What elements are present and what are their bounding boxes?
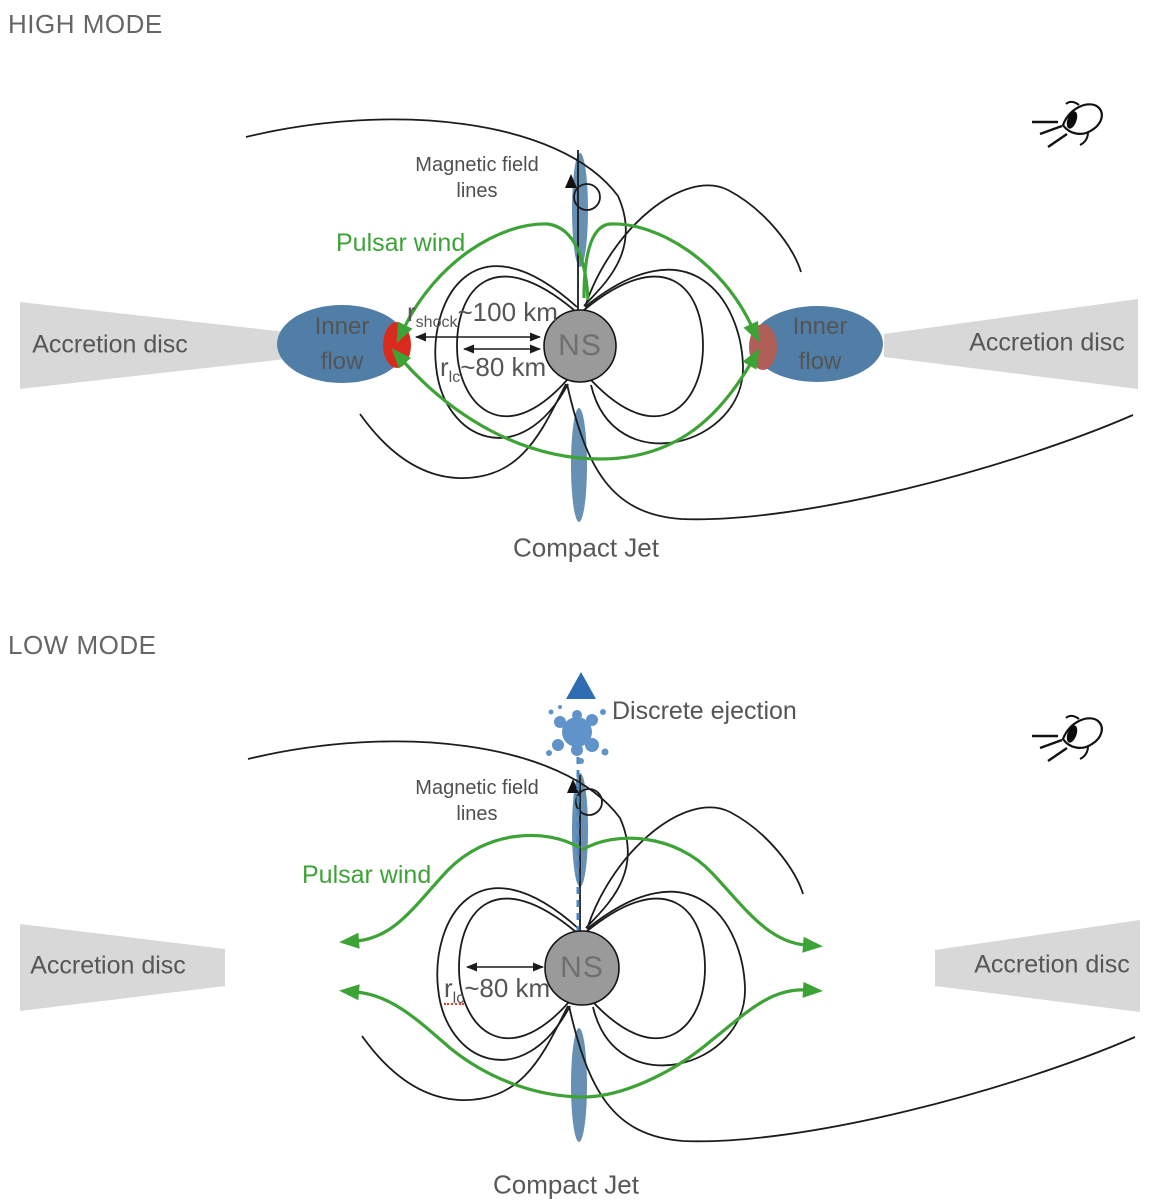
pulsar-wind-lines <box>391 222 760 461</box>
magnetic-field-line <box>361 1005 569 1101</box>
magnetic-field-lines <box>245 118 1134 521</box>
pulsar-wind-label: Pulsar wind <box>302 861 432 889</box>
pulsar-wind-line <box>582 222 760 343</box>
accretion-disc-right-label: Accretion disc <box>974 950 1130 979</box>
magnetic-field-line <box>568 1005 1136 1143</box>
r-lc-label: rlc~80 km <box>440 352 547 387</box>
neutron-star <box>544 930 620 1006</box>
pulsar-wind-line <box>581 836 823 953</box>
ejection-triangle <box>566 672 596 699</box>
high-mode-title: HIGH MODE <box>8 9 163 39</box>
magnetic-field-line <box>359 383 567 479</box>
accretion-disc-right-shape <box>884 299 1138 389</box>
pulsar-wind-line <box>339 833 581 949</box>
r-shock-label: rshock~100 km <box>407 297 558 332</box>
accretion-disc-left-shape <box>20 302 330 389</box>
pulsar-wind-label: Pulsar wind <box>336 229 466 257</box>
pulsar-wind-line <box>579 981 823 1099</box>
compact-jet-label: Compact Jet <box>513 532 659 563</box>
compact-jet-label: Compact Jet <box>493 1169 639 1200</box>
magnetic-field-label: Magnetic field lines <box>415 154 539 202</box>
accretion-disc-left-shape <box>20 924 225 1011</box>
magnetic-field-line <box>245 118 627 307</box>
magnetic-field-label: Magnetic field lines <box>415 777 539 825</box>
inner-flow-right-label: Inner flow <box>792 313 848 375</box>
pulsar-wind-line <box>396 222 590 344</box>
discrete-ejection-splat <box>546 705 609 764</box>
magnetic-field-line <box>456 275 575 417</box>
r-lc-label: rlc~80 km <box>444 973 551 1008</box>
rotation-arrow-icon <box>565 174 601 211</box>
pulsar-wind-line <box>391 348 760 461</box>
inner-flow-left-label: Inner flow <box>314 313 370 375</box>
high-mode-diagram <box>20 100 1138 522</box>
accretion-disc-left-label: Accretion disc <box>32 330 188 359</box>
observer-eye-icon <box>1032 714 1103 762</box>
observer-eye-icon <box>1032 100 1103 148</box>
neutron-star-label: NS <box>558 329 602 362</box>
neutron-star <box>543 309 617 383</box>
compact-jet-bottom-shape <box>571 408 587 522</box>
magnetic-field-line <box>458 897 577 1039</box>
r-lc-spellcheck-underline: rlc <box>444 973 465 1008</box>
pulsar-wind-lines <box>339 833 823 1099</box>
accretion-disc-left-label: Accretion disc <box>30 951 186 980</box>
inner-flow-left-shape <box>277 305 407 383</box>
magnetic-field-line <box>585 184 802 305</box>
low-mode-diagram <box>20 672 1140 1143</box>
magnetic-field-line <box>436 887 580 1061</box>
magnetic-field-line <box>587 806 804 927</box>
magnetic-field-lines <box>247 740 1136 1143</box>
magnetic-field-line <box>583 275 704 417</box>
magnetic-field-line <box>585 897 706 1039</box>
low-mode-title: LOW MODE <box>8 630 157 660</box>
accretion-disc-right-label: Accretion disc <box>969 328 1125 357</box>
neutron-star-label: NS <box>560 951 604 984</box>
pulsar-wind-line <box>339 984 581 1099</box>
inner-flow-right-shape <box>751 306 883 382</box>
accretion-disc-right-shape <box>935 920 1140 1012</box>
magnetic-field-line <box>586 890 746 1067</box>
magnetic-field-line <box>566 383 1134 521</box>
compact-jet-top-shape <box>572 153 588 267</box>
discrete-ejection-label: Discrete ejection <box>612 697 797 725</box>
magnetic-field-line <box>247 740 629 929</box>
